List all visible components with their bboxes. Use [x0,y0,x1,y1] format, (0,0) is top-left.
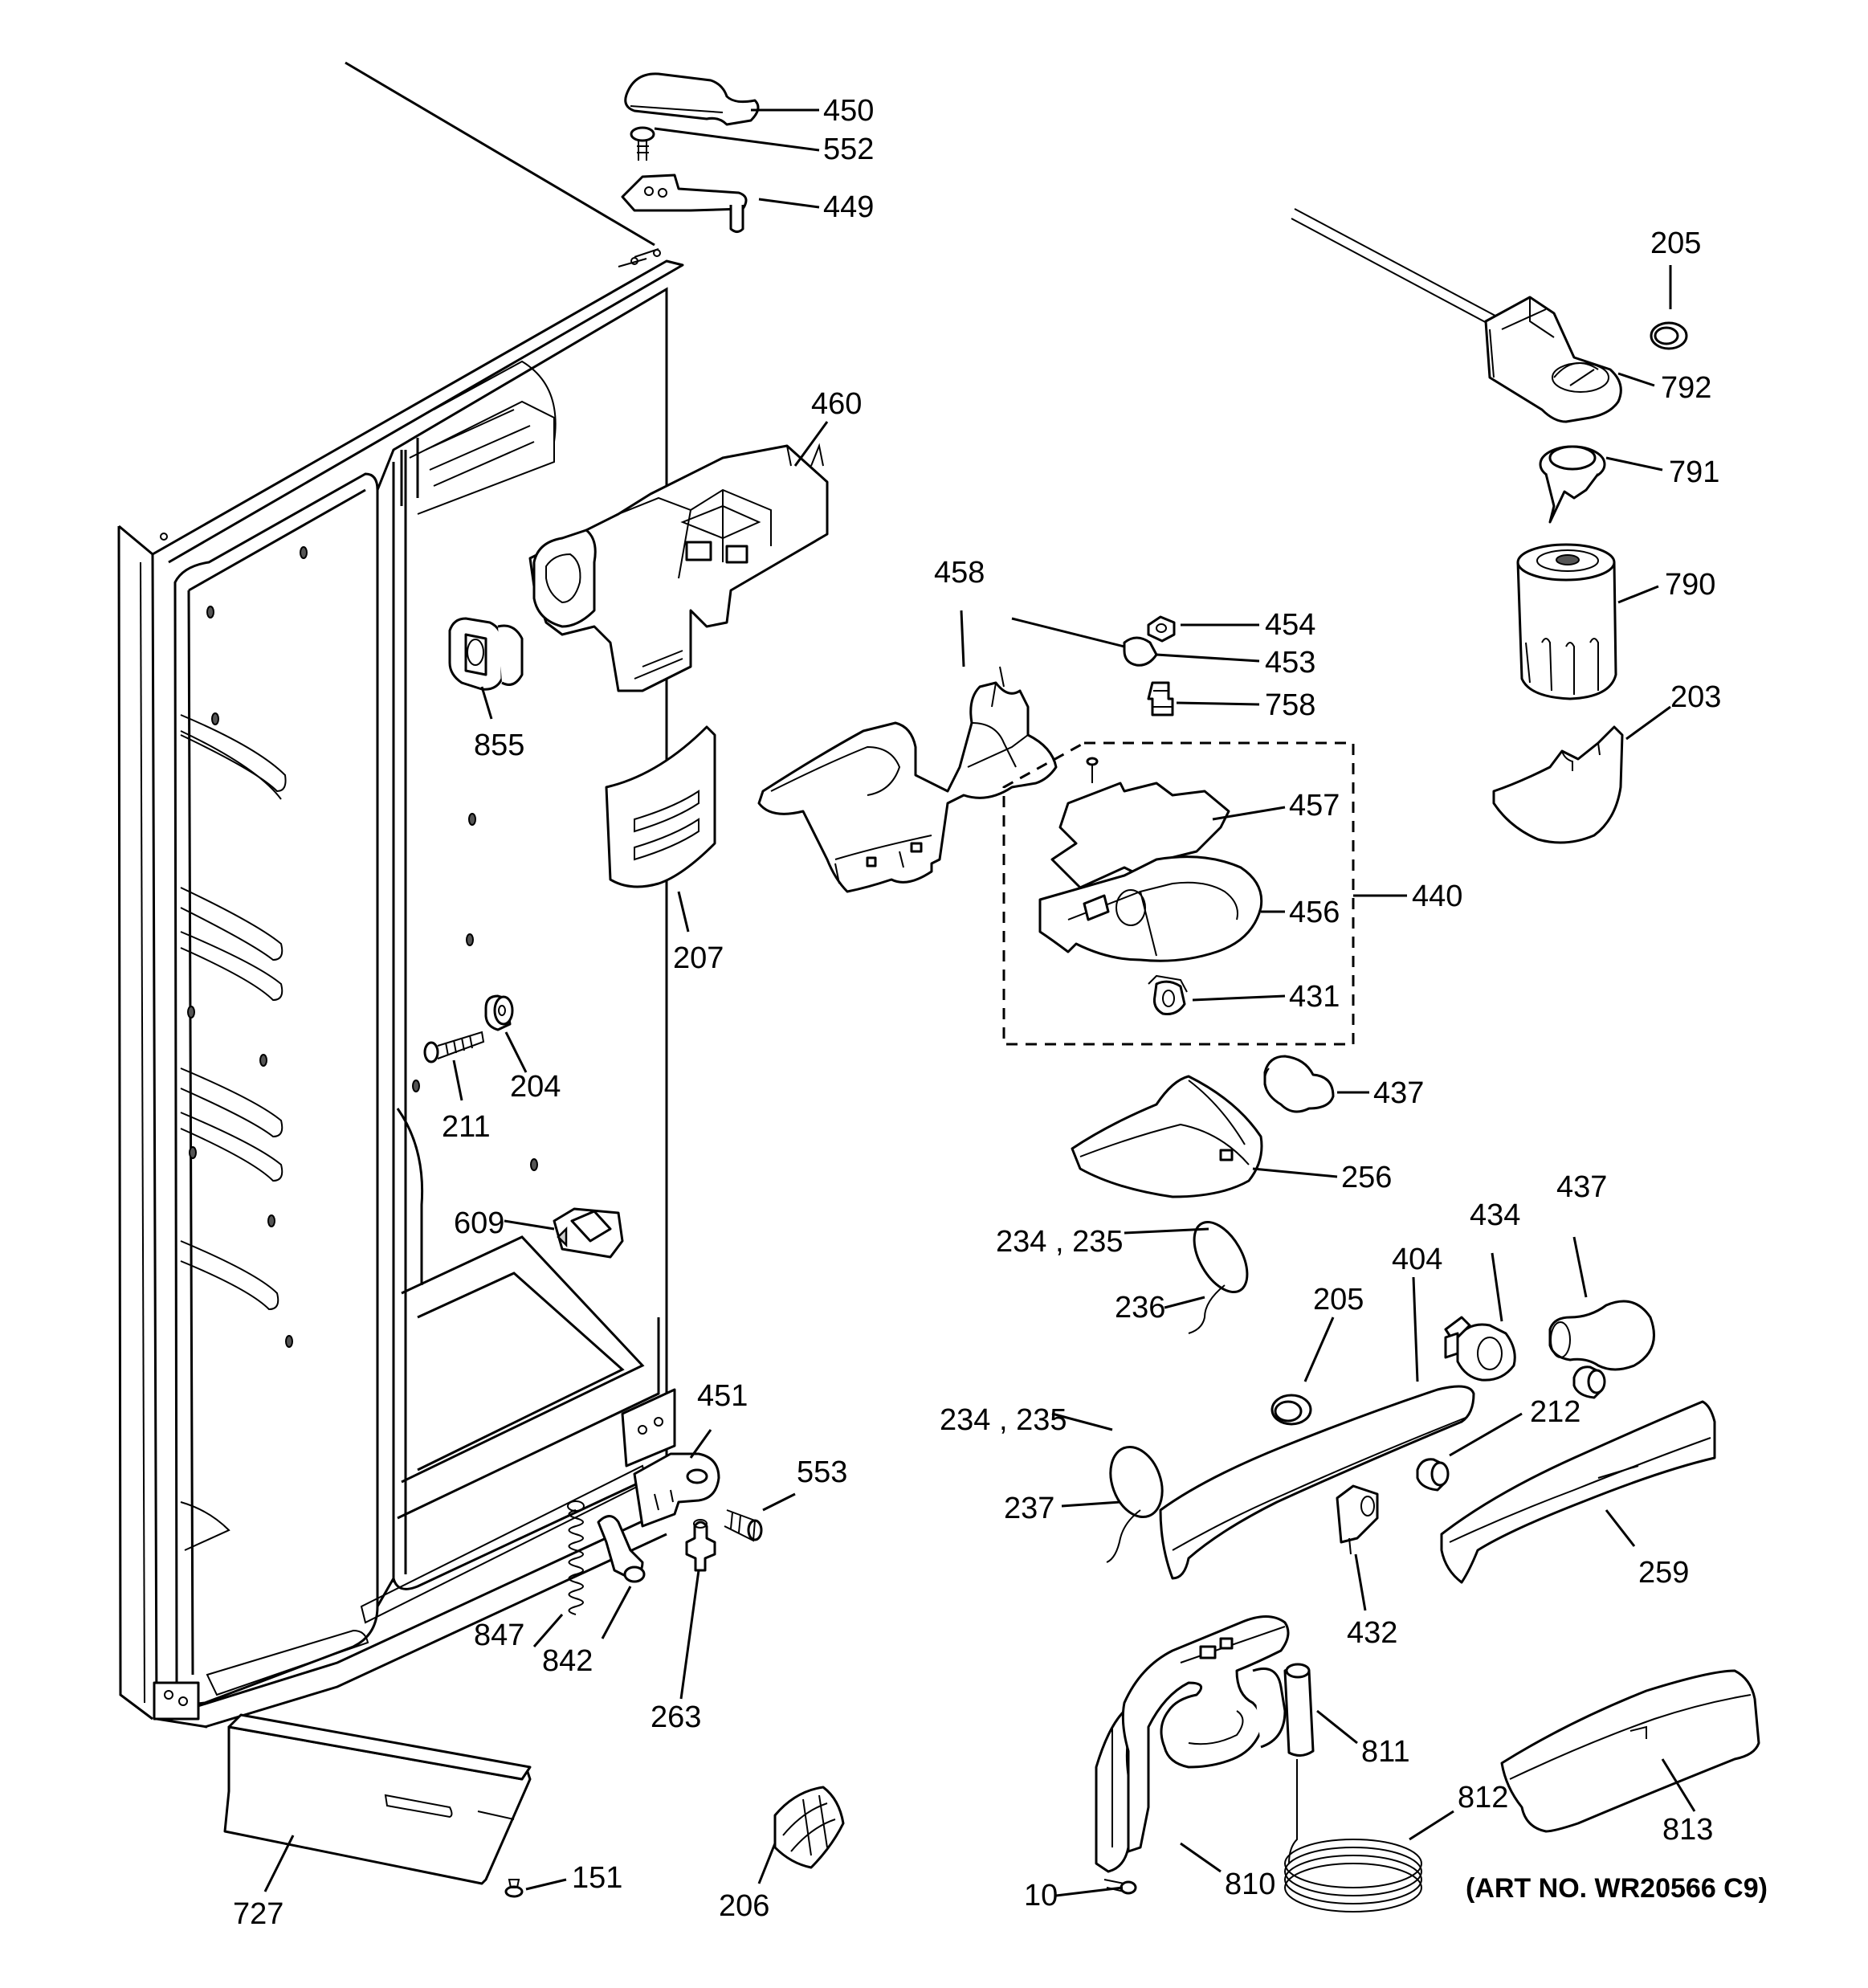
callout-811: 811 [1361,1735,1410,1769]
spring-847 [532,1500,585,1647]
spacer-212 [1416,1365,1606,1492]
callout-813: 813 [1662,1813,1713,1847]
callout-847: 847 [474,1619,524,1652]
lamp-shield-256 [1071,1075,1338,1198]
duct-458 [757,610,1058,893]
callout-437-upper: 437 [1373,1076,1424,1110]
callout-263: 263 [651,1700,701,1734]
top-hinge-449 [621,173,820,233]
callout-758: 758 [1265,688,1315,722]
water-filter-790 [1516,543,1659,700]
callout-234-235-lower: 234 , 235 [940,1403,1067,1437]
callout-203: 203 [1670,680,1721,714]
light-bulb-437-lower [1548,1236,1655,1371]
callout-234-235-upper: 234 , 235 [996,1225,1123,1259]
kickplate-727 [223,1713,532,1892]
callout-151: 151 [572,1861,622,1895]
switch-609 [504,1207,624,1259]
callout-236: 236 [1115,1291,1165,1325]
callout-434: 434 [1470,1198,1520,1232]
callout-212: 212 [1530,1395,1580,1429]
callout-791: 791 [1669,455,1719,489]
callout-792: 792 [1661,371,1711,405]
filter-tube [1291,208,1507,332]
part-855 [448,617,524,720]
callout-440: 440 [1412,880,1462,913]
callout-205-lower: 205 [1313,1283,1364,1316]
screw-553 [724,1492,796,1542]
socket-434 [1444,1252,1516,1382]
callout-454: 454 [1265,608,1315,642]
ring-205-lower [1270,1316,1335,1426]
callout-206: 206 [719,1889,769,1923]
callout-207: 207 [673,941,724,975]
liner-holes [187,546,538,1348]
callout-449: 449 [823,190,874,224]
art-number: (ART NO. WR20566 C9) [1466,1873,1768,1904]
callout-404: 404 [1392,1243,1442,1276]
callout-460: 460 [811,387,862,421]
callout-437-lower: 437 [1556,1170,1607,1204]
callout-205-upper: 205 [1650,227,1701,260]
cover-207 [605,725,716,933]
coil-tube-812 [1284,1759,1454,1912]
door-stop-842 [597,1515,646,1639]
lens-234-upper [1124,1220,1249,1334]
light-bulb-437-upper [1263,1055,1369,1113]
callout-259: 259 [1638,1556,1689,1590]
callout-256: 256 [1341,1161,1392,1194]
callout-432: 432 [1347,1616,1397,1650]
refrigerator-cabinet [117,61,684,1729]
callout-456: 456 [1289,896,1340,929]
screw-211 [423,1031,485,1101]
screw-151 [504,1878,567,1898]
callout-553: 553 [797,1455,847,1489]
damper-rod-453 [1011,615,1260,716]
callout-237: 237 [1004,1492,1054,1525]
hinge-screw-552 [630,126,820,161]
filter-head-791 [1539,445,1663,524]
callout-812: 812 [1458,1781,1508,1815]
cover-813 [1500,1669,1760,1833]
callout-457: 457 [1289,789,1340,823]
tube-811 [1283,1663,1358,1757]
callout-842: 842 [542,1644,593,1678]
callout-609: 609 [454,1206,504,1240]
callout-204: 204 [510,1070,561,1104]
hinge-pin-263 [679,1519,716,1700]
callout-810: 810 [1225,1868,1275,1901]
callout-451: 451 [697,1379,748,1413]
callout-727: 727 [233,1897,283,1931]
ring-205-upper [1650,265,1688,350]
assembly-440 [1002,741,1407,1046]
switch-432 [1336,1484,1379,1611]
lamp-cover-404 [1159,1276,1475,1580]
callout-552: 552 [823,133,874,166]
spacer-204 [484,994,528,1073]
grille-206 [757,1786,845,1884]
callout-211: 211 [442,1110,491,1144]
callout-855: 855 [474,729,524,762]
callout-10: 10 [1024,1879,1058,1912]
callout-453: 453 [1265,646,1315,680]
water-tubing-810 [1095,1615,1290,1873]
callout-431: 431 [1289,980,1340,1014]
callout-450: 450 [823,94,874,128]
callout-458: 458 [934,556,985,590]
lens-234-lower [1051,1412,1164,1563]
filter-housing-792 [1484,296,1655,423]
callout-labels: 450 552 449 460 855 207 458 454 453 758 … [233,94,1768,1931]
air-duct-460 [528,421,829,692]
lamp-cover-259 [1440,1400,1716,1584]
hinge-bracket-451 [633,1429,720,1528]
screw-10 [1055,1879,1137,1897]
top-hinge-cover-450 [624,72,819,126]
shelf-supports [180,714,287,1551]
callout-790: 790 [1665,568,1715,602]
filter-cover-203 [1492,705,1671,844]
